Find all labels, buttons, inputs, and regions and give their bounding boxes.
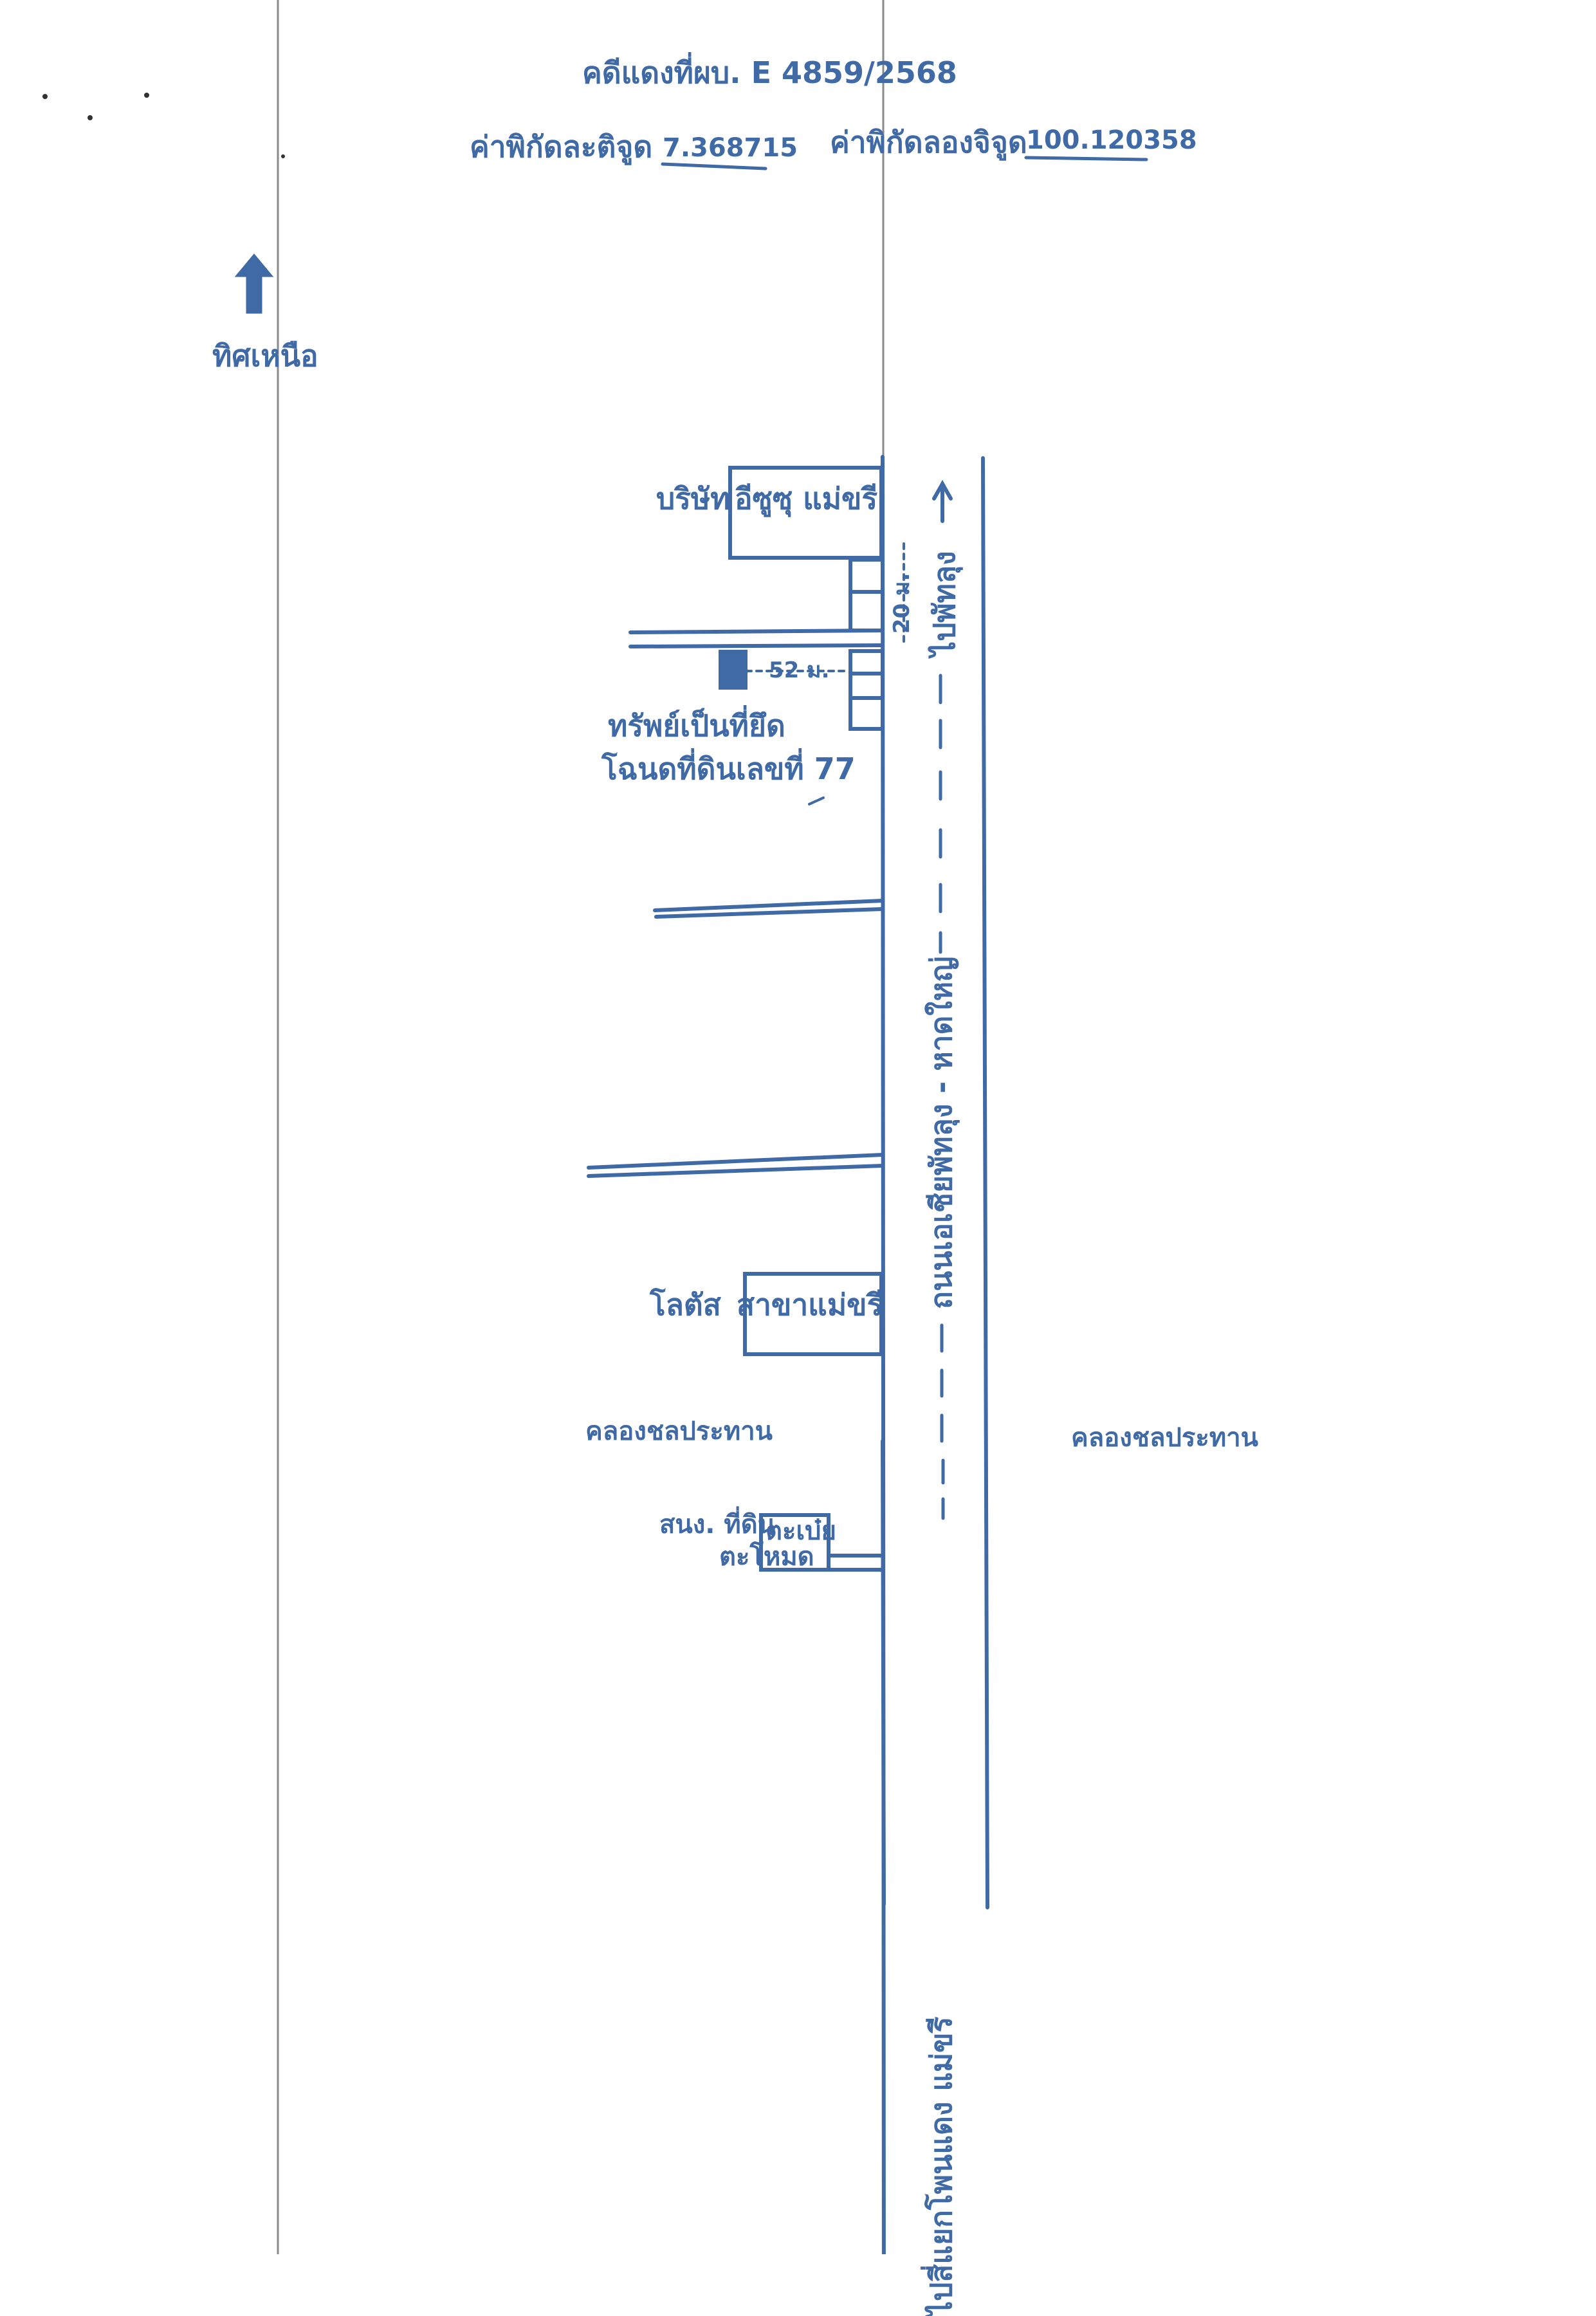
road-north-direction: ไปพัทลุง [927,551,962,656]
map-drawing [42,0,1148,2254]
latitude-label: ค่าพิกัดละติจูด [470,129,653,164]
north-label: ทิศเหนือ [212,338,318,373]
north-road-arrow-icon [932,479,953,501]
lotus-name: สาขาแม่ขรี [737,1287,883,1322]
road-south-direction: ไปสี่แยกโพนแดง แม่ขรี [924,2016,959,2316]
company-name: อีซูซุ แม่ขรี [735,481,878,516]
lotus-prefix: โลตัส [650,1287,721,1322]
shophouse-4 [848,672,885,700]
shophouse-2 [848,590,885,632]
side-road-1a [628,629,885,634]
latitude-value: 7.368715 [663,133,798,163]
junction-distance-label: 20 ม. [889,573,915,634]
stray-marks [42,93,285,158]
land-office-name-1: ตะเบ๋ย [766,1516,836,1546]
property-label: ทรัพย์เป็นที่ยึด [608,708,785,743]
shophouse-1 [848,558,885,594]
side-road-3b [587,1164,885,1178]
side-road-1b [628,643,885,648]
land-office-name-2: ตะโหมด [719,1542,814,1572]
road-center-dashes [939,674,945,1520]
canal-label-east: คลองชลประทาน [1071,1423,1259,1453]
property-deed: โฉนดที่ดินเลขที่ 77 [601,751,856,786]
isuzu-building [728,466,883,560]
property-marker [719,650,748,690]
lotus-building [743,1272,883,1356]
property-road-distance: 52 ม. [769,657,830,683]
lat-underline [661,162,767,170]
longitude-label: ค่าพิกัดลองจิจูด [830,125,1027,160]
road-name: ถนนเอเชียพัทลุง - หาดใหญ่ [924,956,959,1309]
side-road-3a [587,1153,885,1170]
shophouse-3 [848,649,885,676]
road-edge-west [881,455,886,2254]
lon-underline [1024,156,1148,161]
road-edge-west-lower [881,1439,886,1906]
side-road-2b [654,907,885,919]
side-road-2a [653,899,885,912]
case-title: คดีแดงที่ผบ. E 4859/2568 [582,55,957,90]
road-edge-east [981,456,989,1909]
longitude-value: 100.120358 [1026,125,1197,155]
canal-label-west: คลองชลประทาน [585,1417,773,1446]
company-prefix: บริษัท [656,481,730,516]
north-arrow-icon [234,253,274,314]
land-office-building [759,1513,830,1572]
map-sheet: คดีแดงที่ผบ. E 4859/2568 ค่าพิกัดละติจูด… [42,0,1259,2316]
shophouse-5 [848,696,885,731]
land-office-prefix: สนง. ที่ดิน [659,1510,776,1539]
